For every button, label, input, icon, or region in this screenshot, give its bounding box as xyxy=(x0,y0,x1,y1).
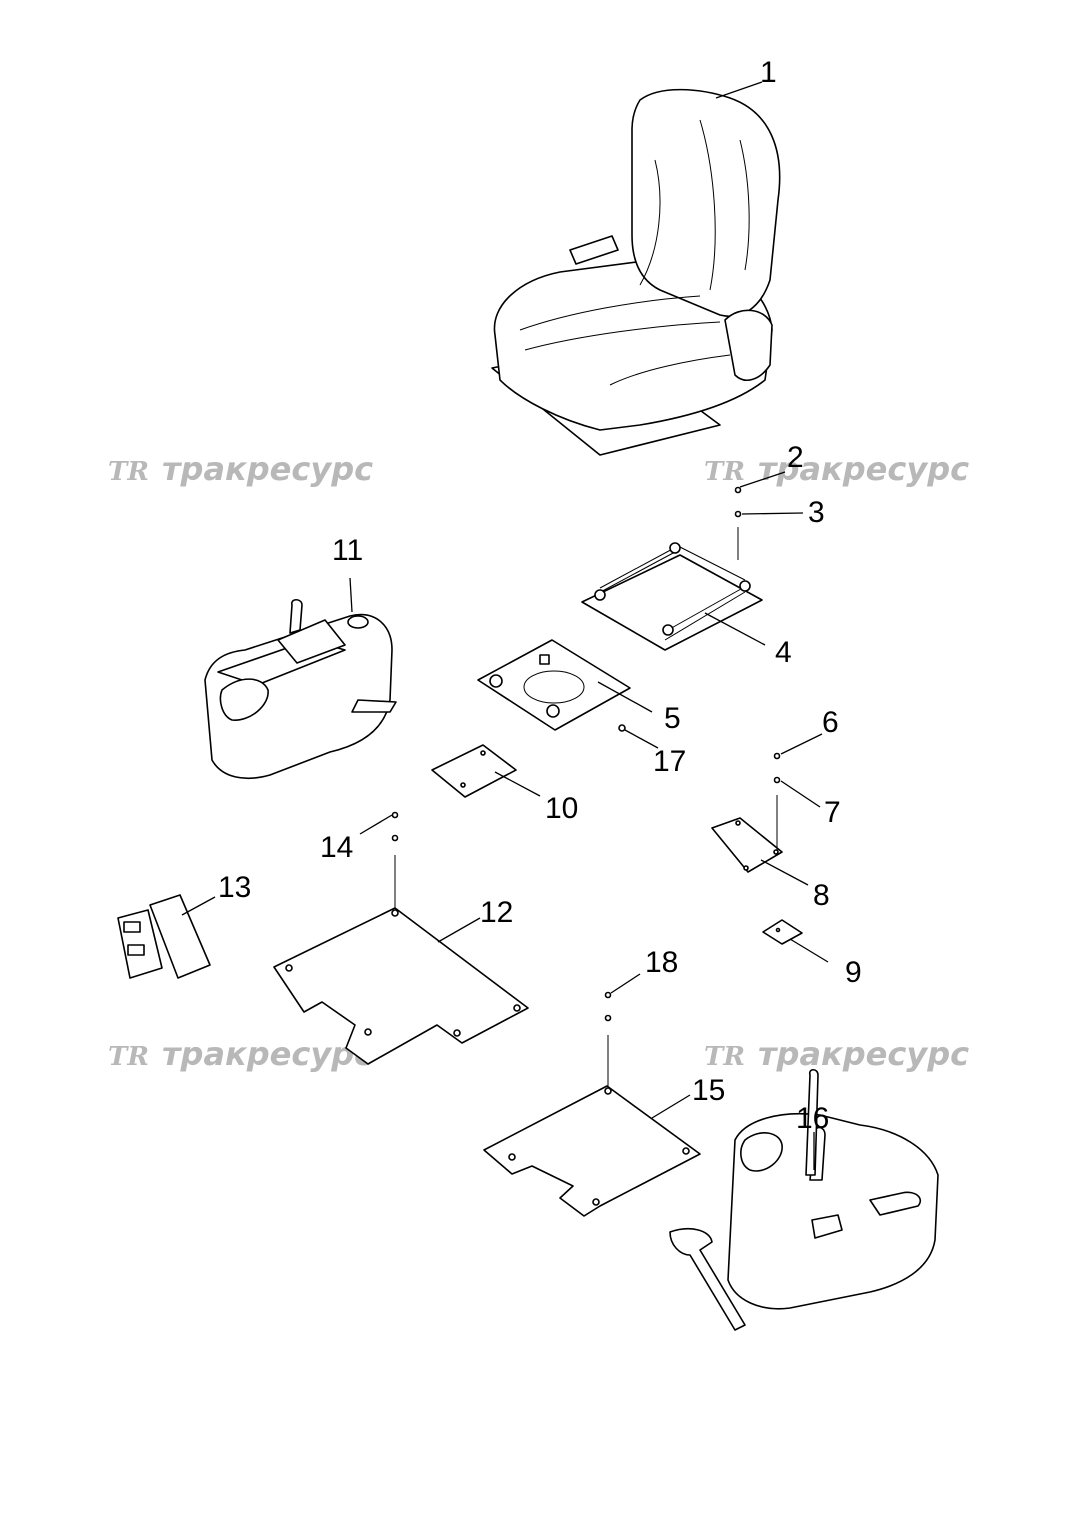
leader-lines xyxy=(181,81,829,1170)
callout-6: 6 xyxy=(822,706,839,739)
part-seat-rails xyxy=(581,542,763,651)
callout-8: 8 xyxy=(813,879,830,912)
callout-9: 9 xyxy=(845,956,862,989)
part-bolt-stack-18 xyxy=(604,991,612,1086)
watermark-logo: TR xyxy=(704,457,745,487)
watermark-bottom-left: TR тракресурс xyxy=(108,1035,373,1073)
watermark-brand: тракресурс xyxy=(162,1035,373,1073)
callout-14: 14 xyxy=(320,831,353,864)
callout-13: 13 xyxy=(218,871,251,904)
watermark-bottom-right: TR тракресурс xyxy=(704,1035,969,1073)
part-screw-17 xyxy=(618,724,626,732)
watermark-brand: тракресурс xyxy=(758,1035,969,1073)
watermark-top-right: TR тракресурс xyxy=(704,450,969,488)
part-bolt-stack-14 xyxy=(391,811,399,908)
callout-10: 10 xyxy=(545,792,578,825)
callout-3: 3 xyxy=(808,496,825,529)
part-bolt-stack-2-3 xyxy=(734,486,742,560)
part-floor-plate-12 xyxy=(273,907,529,1065)
watermark-brand: тракресурс xyxy=(758,450,969,488)
part-bracket-8 xyxy=(711,817,783,873)
watermark-top-left: TR тракресурс xyxy=(108,450,373,488)
callout-2: 2 xyxy=(787,441,804,474)
part-plate-9 xyxy=(762,919,803,945)
callout-7: 7 xyxy=(824,796,841,829)
watermark-brand: тракресурс xyxy=(162,450,373,488)
callout-4: 4 xyxy=(775,636,792,669)
callout-11: 11 xyxy=(332,534,363,567)
part-seat xyxy=(491,88,781,456)
part-bolt-stack-6-7 xyxy=(773,752,781,850)
watermark-logo: TR xyxy=(704,1042,745,1072)
callout-labels: 1 2 3 4 5 6 7 8 9 10 11 12 13 14 15 16 1… xyxy=(218,56,862,1135)
callout-18: 18 xyxy=(645,946,678,979)
callout-5: 5 xyxy=(664,702,681,735)
callout-1: 1 xyxy=(760,56,777,89)
part-console-11 xyxy=(204,598,397,780)
part-floor-plate-15 xyxy=(483,1085,701,1217)
part-swivel-plate xyxy=(477,639,631,731)
watermark-logo: TR xyxy=(108,457,149,487)
callout-17: 17 xyxy=(653,745,686,778)
callout-16: 16 xyxy=(796,1102,829,1135)
watermark-logo: TR xyxy=(108,1042,149,1072)
part-cover-plate-10 xyxy=(431,744,517,798)
callout-12: 12 xyxy=(480,896,513,929)
callout-15: 15 xyxy=(692,1074,725,1107)
part-bracket-13 xyxy=(117,894,211,979)
